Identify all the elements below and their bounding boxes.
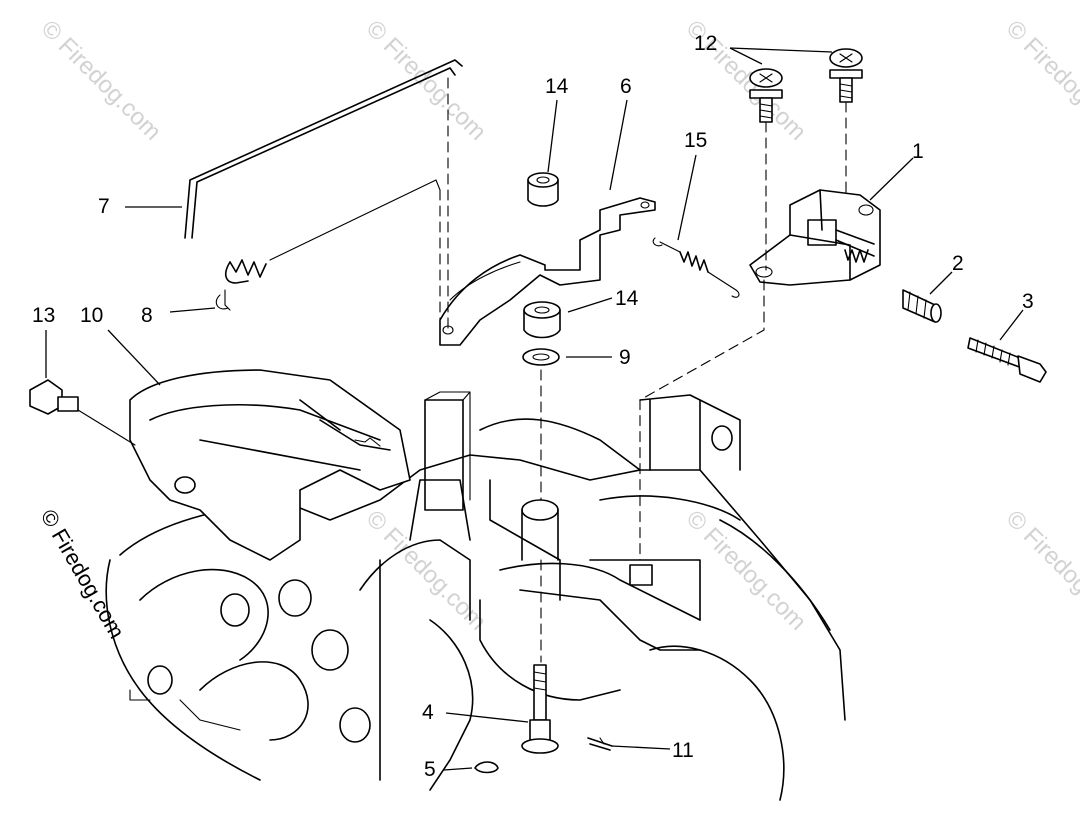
leader-lines [45, 47, 1024, 771]
callout-7: 7 [98, 195, 110, 218]
part-7-rod [184, 59, 463, 239]
part-5-clip [474, 761, 499, 774]
part-12-screw-right [829, 48, 863, 103]
watermark: © Firedog.com [1001, 505, 1080, 636]
callout-11: 11 [672, 739, 694, 762]
part-2-spring [902, 289, 942, 323]
part-12-screw-left [749, 68, 783, 123]
part-9-washer [522, 348, 560, 366]
part-15-spring [652, 237, 740, 298]
watermark: © Firedog.com [361, 15, 492, 146]
part-10-cover [129, 369, 411, 561]
callout-13: 13 [32, 304, 55, 327]
callout-2: 2 [952, 252, 964, 275]
callout-15: 15 [684, 129, 707, 152]
callout-14-bottom: 14 [615, 287, 639, 310]
part-4-bolt [521, 664, 559, 754]
part-3-bolt [967, 337, 1047, 383]
callout-5: 5 [424, 758, 436, 781]
callout-12: 12 [694, 32, 717, 55]
part-14-nut-bottom [523, 301, 561, 339]
callout-9: 9 [619, 346, 631, 369]
assembly-lines [77, 77, 847, 663]
callout-10: 10 [80, 304, 103, 327]
watermark: © Firedog.com [1001, 15, 1080, 146]
part-11-pin [587, 737, 613, 751]
part-14-nut-top [527, 172, 559, 207]
callout-4: 4 [422, 701, 434, 724]
callout-1: 1 [912, 140, 924, 163]
part-1-actuator [749, 189, 881, 286]
callout-6: 6 [620, 75, 632, 98]
callout-8: 8 [141, 304, 153, 327]
callout-14-top: 14 [545, 75, 569, 98]
watermark: © Firedog.com [36, 15, 167, 146]
callout-labels: 1 2 3 4 5 6 7 8 9 10 11 12 13 14 14 15 [32, 32, 1034, 781]
watermark-vertical: © Firedog.com [36, 505, 130, 643]
callout-3: 3 [1022, 290, 1034, 313]
part-13-bolt [29, 379, 79, 415]
part-8-spring [215, 179, 441, 311]
